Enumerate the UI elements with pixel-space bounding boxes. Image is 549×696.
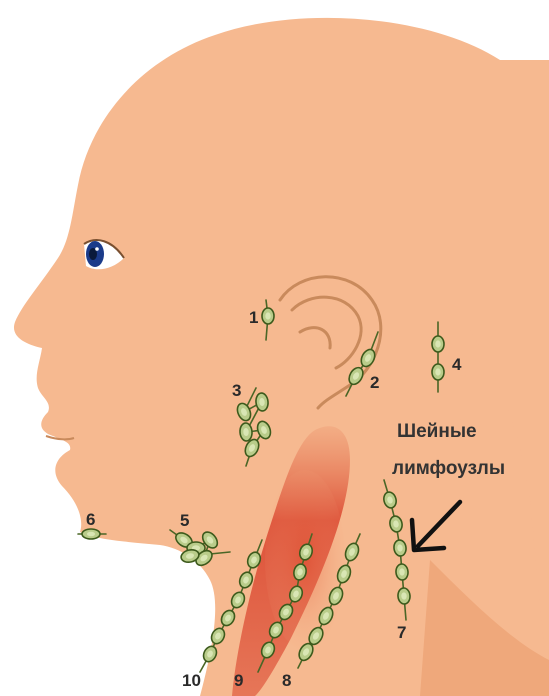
lymph-node-core: [265, 312, 270, 319]
label-8: 8: [282, 671, 291, 690]
lymph-node-core: [87, 532, 95, 537]
caption-line-1: Шейные: [397, 421, 477, 442]
label-6: 6: [86, 510, 95, 529]
label-5: 5: [180, 511, 189, 530]
lymph-node-core: [435, 340, 440, 347]
label-9: 9: [234, 671, 243, 690]
label-4: 4: [452, 355, 462, 374]
label-7: 7: [397, 623, 406, 642]
lymph-node-core: [435, 368, 440, 375]
caption-line-2: лимфоузлы: [392, 458, 505, 479]
label-2: 2: [370, 373, 379, 392]
label-1: 1: [249, 308, 258, 327]
label-3: 3: [232, 381, 241, 400]
label-10: 10: [182, 671, 201, 690]
